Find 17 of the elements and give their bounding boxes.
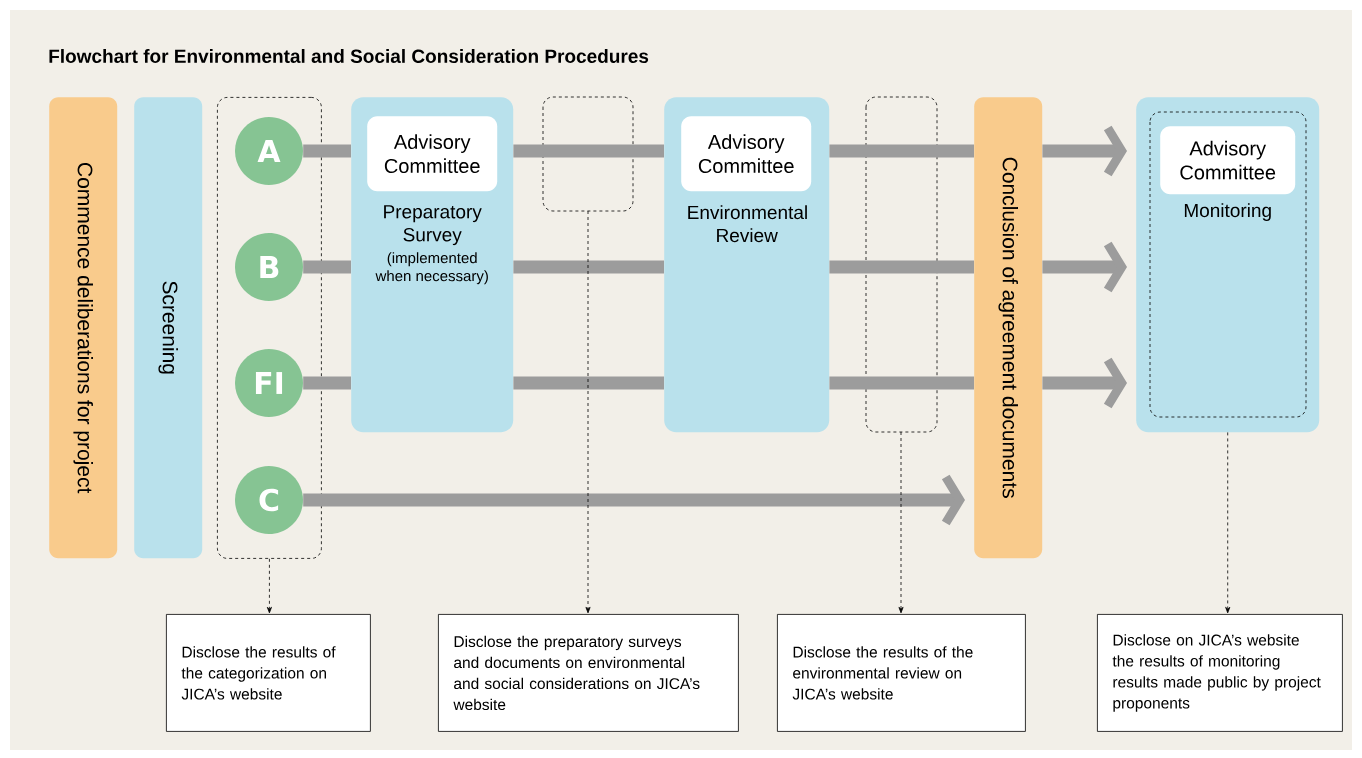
leader-line (898, 431, 904, 614)
conclusion-band: Conclusion of agreement documents (974, 97, 1043, 559)
committee-box: Advisory Committee (367, 116, 498, 192)
leader-line (585, 210, 591, 614)
disclosure-box: Disclose the results of the categorization on JICA’s website (166, 614, 371, 732)
committee-box: Advisory Committee (681, 116, 812, 192)
start-band: Commence deliberations for project (49, 97, 118, 559)
screening-band: Screening (134, 97, 203, 559)
arrow (303, 474, 965, 526)
dashed-frame (217, 97, 322, 559)
disclosure-box: Disclose the results of the environmental review on JICA’s website (777, 614, 1026, 732)
disclosure-box: Disclose the preparatory surveys and documents on environmental and social considerations on JICA’s website (438, 614, 739, 732)
committee-box: Advisory Committee (1160, 126, 1296, 195)
leader-line (1225, 432, 1231, 614)
title: Flowchart for Environmental and Social Consideration Procedures (49, 49, 649, 63)
disclosure-box: Disclose on JICA’s website the results of monitoring results made public by project proponents (1097, 614, 1343, 732)
leader-line (266, 558, 272, 614)
